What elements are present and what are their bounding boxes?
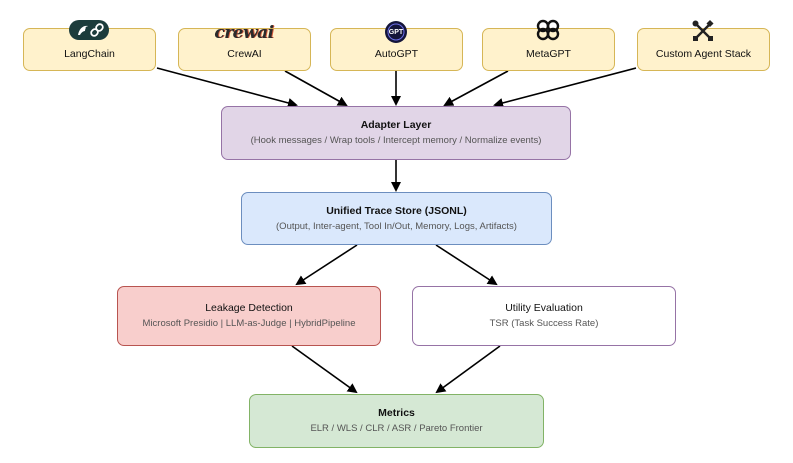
tools-icon xyxy=(691,19,715,43)
arrow-crewai-adapter xyxy=(284,70,348,106)
custom-agent-stack-label: Custom Agent Stack xyxy=(655,47,752,60)
crewai-label: CrewAI xyxy=(227,47,262,60)
autogpt-logo-text: GPT xyxy=(388,28,404,36)
metrics-subtitle: ELR / WLS / CLR / ASR / Pareto Frontier xyxy=(310,423,483,434)
arrow-langchain-adapter xyxy=(156,67,298,108)
leakage-detection-subtitle: Microsoft Presidio | LLM-as-Judge | Hybr… xyxy=(142,318,356,329)
metagpt-label: MetaGPT xyxy=(526,47,571,60)
autogpt-logo-icon: GPT xyxy=(384,20,408,44)
utility-evaluation-subtitle: TSR (Task Success Rate) xyxy=(489,318,599,329)
arrow-utility-metrics xyxy=(435,345,501,394)
langchain-parrot-link-icon xyxy=(69,20,109,40)
langchain-label: LangChain xyxy=(64,47,115,60)
trace-store-subtitle: (Output, Inter-agent, Tool In/Out, Memor… xyxy=(276,220,517,232)
utility-evaluation-title: Utility Evaluation xyxy=(505,302,583,314)
leakage-detection-title: Leakage Detection xyxy=(205,302,293,314)
metrics-box: Metrics ELR / WLS / CLR / ASR / Pareto F… xyxy=(249,394,544,448)
arrow-metagpt-adapter xyxy=(443,70,509,106)
crewai-logo-text: crewai xyxy=(214,23,274,43)
adapter-layer-title: Adapter Layer xyxy=(360,119,432,131)
utility-evaluation-box: Utility Evaluation TSR (Task Success Rat… xyxy=(412,286,676,346)
adapter-layer-subtitle: (Hook messages / Wrap tools / Intercept … xyxy=(250,135,542,146)
autogpt-label: AutoGPT xyxy=(374,47,419,60)
arrow-custom-adapter xyxy=(493,67,637,108)
trace-store-title: Unified Trace Store (JSONL) xyxy=(326,204,467,217)
custom-agent-stack-box: Custom Agent Stack xyxy=(637,28,770,71)
arrow-trace-leakage xyxy=(295,244,358,286)
crewai-logo-icon: crewai xyxy=(213,21,275,45)
arrow-trace-utility xyxy=(435,244,498,286)
metrics-title: Metrics xyxy=(378,407,415,419)
trace-store-box: Unified Trace Store (JSONL) (Output, Int… xyxy=(241,192,552,245)
adapter-layer-box: Adapter Layer (Hook messages / Wrap tool… xyxy=(221,106,571,160)
arrow-leakage-metrics xyxy=(291,345,358,394)
crewai-box: CrewAI xyxy=(178,28,311,71)
metagpt-logo-icon xyxy=(534,19,562,41)
leakage-detection-box: Leakage Detection Microsoft Presidio | L… xyxy=(117,286,381,346)
